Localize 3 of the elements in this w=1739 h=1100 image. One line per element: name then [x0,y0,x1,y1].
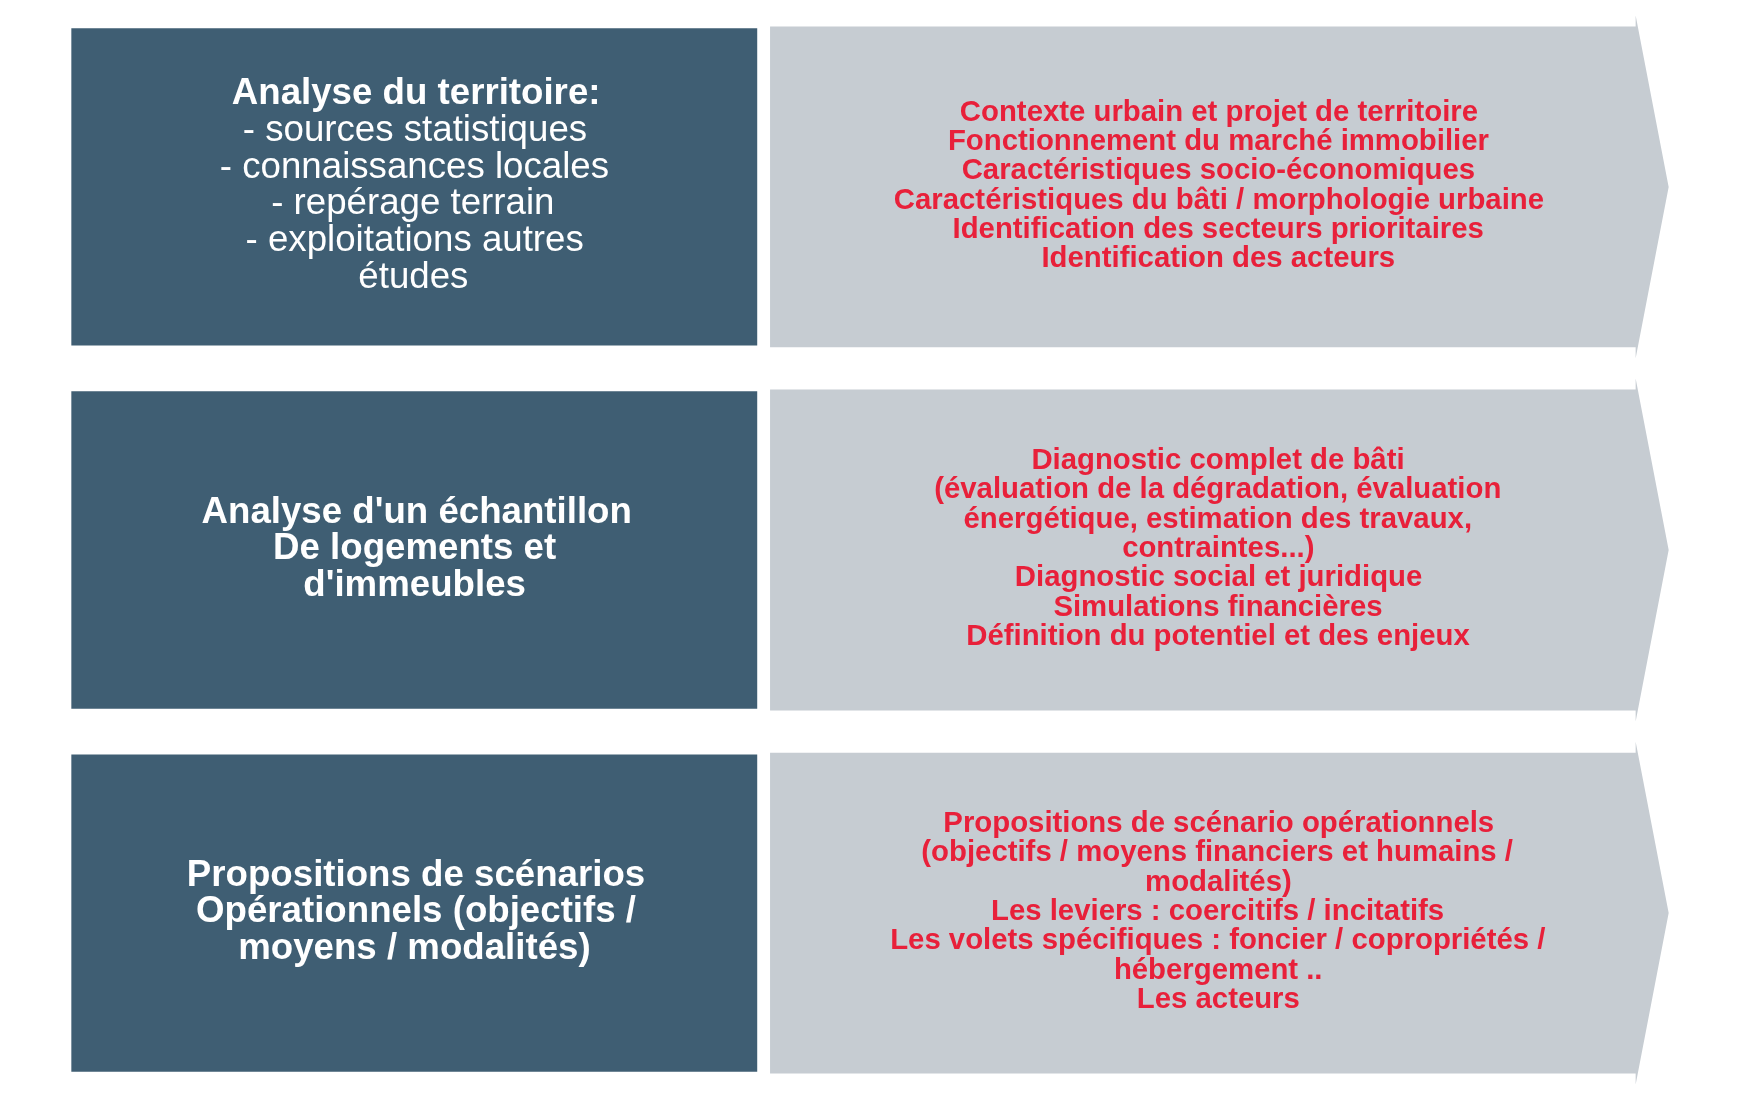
node-box: Analyse du territoire: - sources statistiques - connaissances locales - repérage terrain - exploitations autres études [70,28,757,346]
node-box: Propositions de scénarios Opérationnels (objectifs / moyens / modalités) [70,754,757,1072]
node-box: Analyse d'un échantillon De logements et d'immeubles [70,391,757,709]
